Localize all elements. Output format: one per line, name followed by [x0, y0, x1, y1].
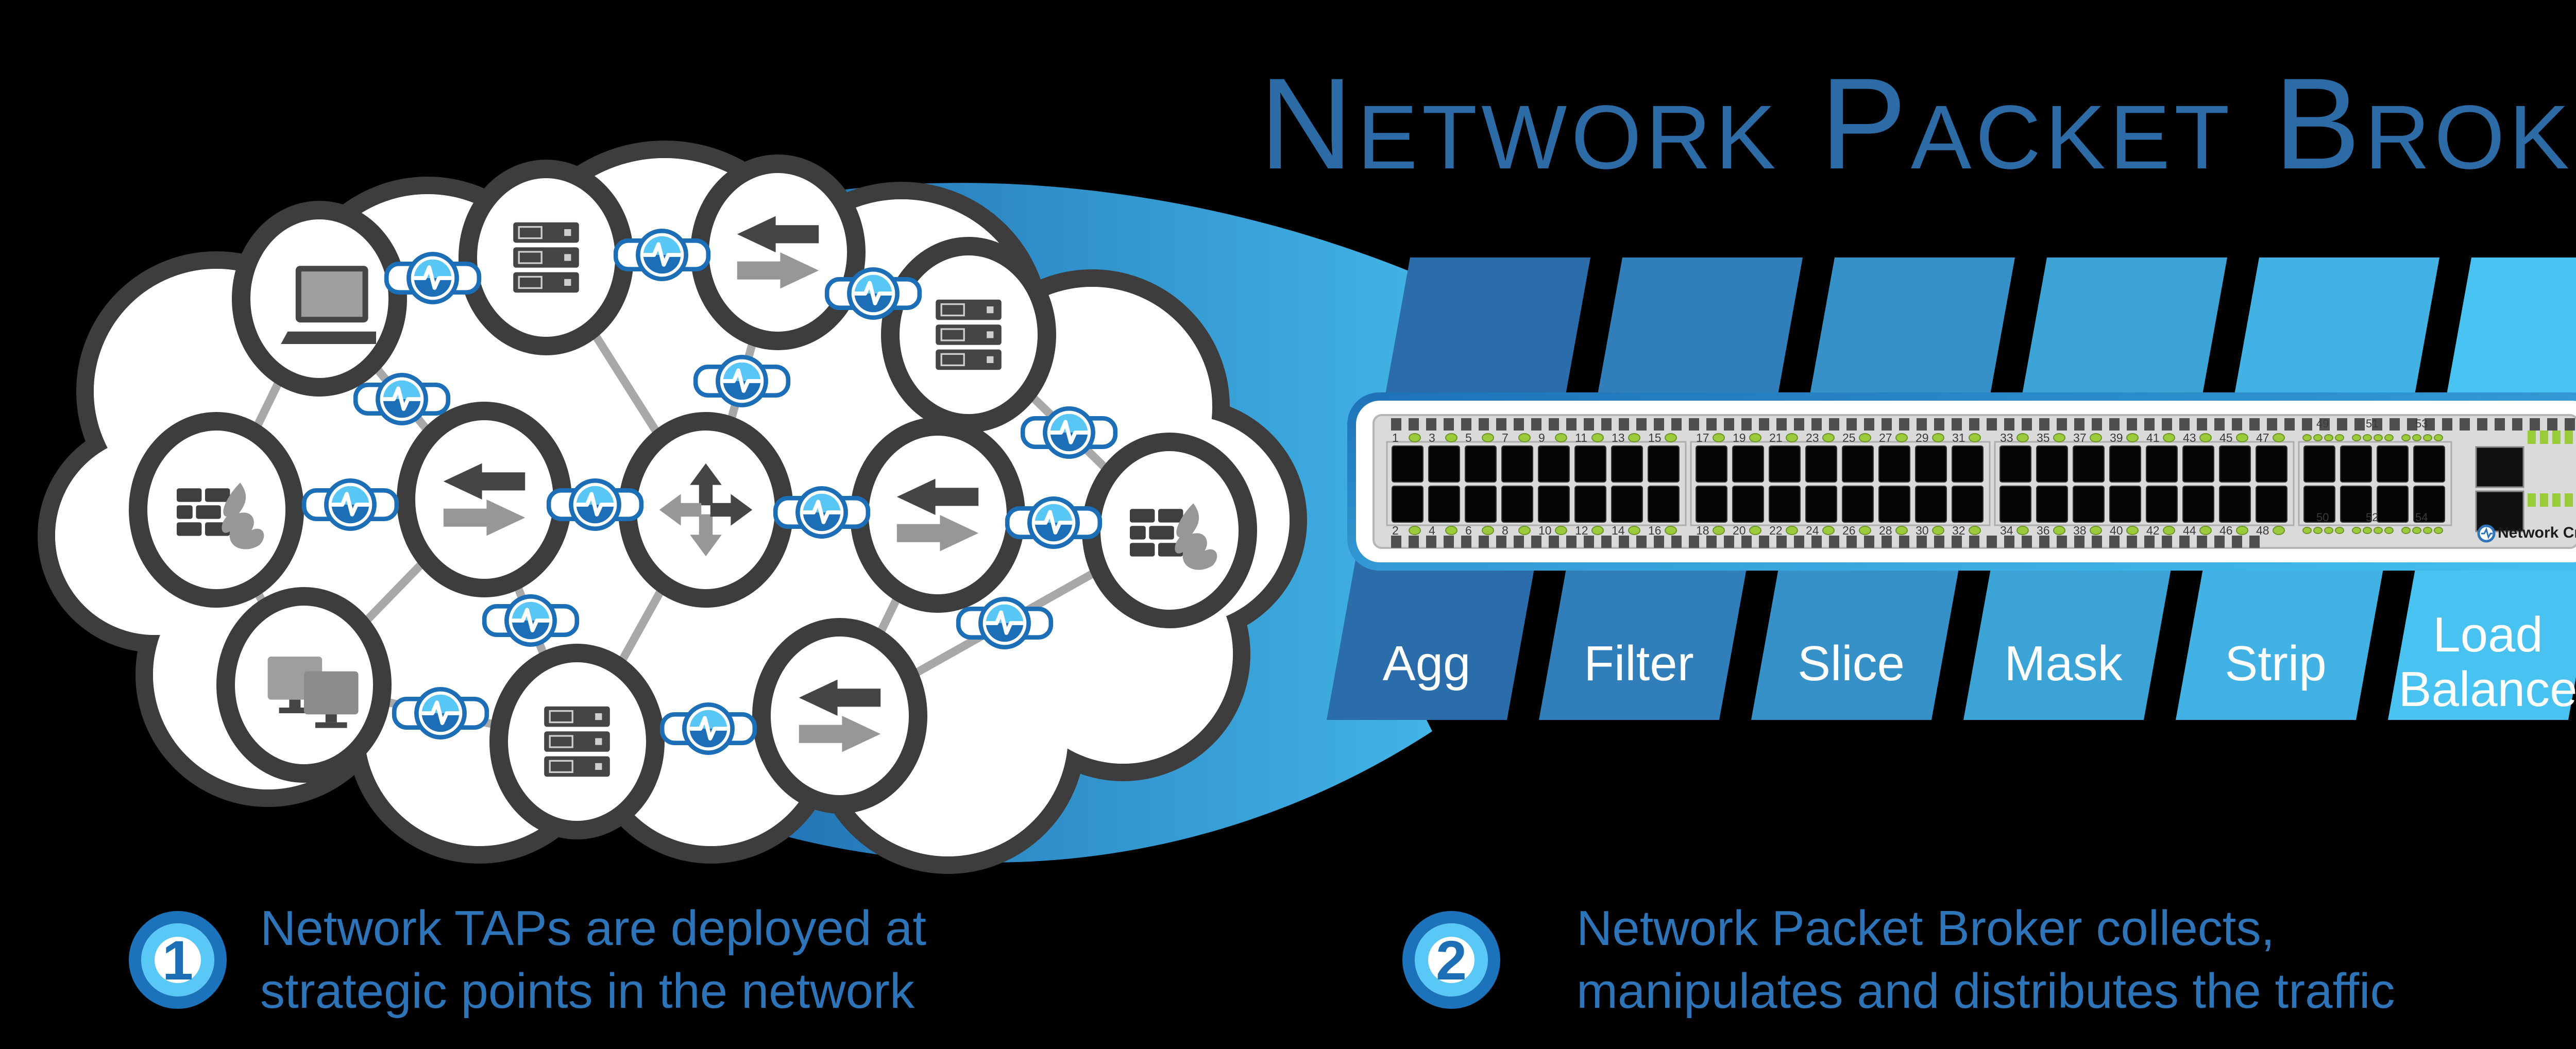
port-number: 46	[2219, 524, 2233, 537]
port-number: 23	[1806, 431, 1819, 444]
port-number: 13	[1612, 431, 1625, 444]
brand-logo-text: Network Critical	[2498, 524, 2576, 541]
port-number: 38	[2073, 524, 2087, 537]
port-number: 40	[2110, 524, 2123, 537]
port-number: 34	[2000, 524, 2013, 537]
network-mesh	[129, 154, 1257, 839]
port-number: 24	[1806, 524, 1819, 537]
process-label-slice: Slice	[1797, 636, 1905, 691]
port-number: 32	[1952, 524, 1965, 537]
port-number: 28	[1879, 524, 1892, 537]
step-2-caption: Network Packet Broker collects,manipulat…	[1577, 901, 2395, 1019]
port-number: 26	[1842, 524, 1856, 537]
port-number: 6	[1465, 524, 1472, 537]
uplink-number: 50	[2316, 511, 2329, 524]
port-number: 1	[1392, 431, 1399, 444]
port-number: 25	[1842, 431, 1856, 444]
process-label-strip: Strip	[2225, 636, 2327, 691]
port-number: 14	[1612, 524, 1625, 537]
step-number: 2	[1435, 928, 1467, 991]
port-number: 27	[1879, 431, 1892, 444]
port-number: 17	[1696, 431, 1709, 444]
port-number: 9	[1538, 431, 1545, 444]
uplink-number: 53	[2415, 417, 2428, 430]
port-number: 47	[2256, 431, 2269, 444]
port-number: 29	[1916, 431, 1929, 444]
step-number: 1	[162, 928, 194, 991]
network-node-switch	[397, 402, 572, 597]
port-number: 3	[1429, 431, 1435, 444]
port-number: 36	[2037, 524, 2050, 537]
port-number: 35	[2037, 431, 2050, 444]
port-number: 42	[2146, 524, 2160, 537]
port-number: 33	[2000, 431, 2013, 444]
port-number: 8	[1502, 524, 1509, 537]
page-title: Network Packet Broker	[1259, 51, 2576, 196]
uplink-number: 54	[2415, 511, 2428, 524]
port-number: 30	[1916, 524, 1929, 537]
port-number: 19	[1733, 431, 1746, 444]
port-number: 41	[2146, 431, 2160, 444]
port-number: 22	[1769, 524, 1783, 537]
port-number: 43	[2183, 431, 2196, 444]
port-number: 21	[1769, 431, 1783, 444]
step-2-badge: 2	[1402, 911, 1500, 1009]
port-number: 31	[1952, 431, 1965, 444]
port-number: 44	[2183, 524, 2196, 537]
port-number: 7	[1502, 431, 1509, 444]
port-number: 5	[1465, 431, 1472, 444]
brand-logo-icon	[2477, 524, 2496, 543]
port-number: 2	[1392, 524, 1399, 537]
port-number: 16	[1648, 524, 1662, 537]
port-number: 15	[1648, 431, 1662, 444]
step-1-badge: 1	[129, 911, 227, 1009]
network-node-switch	[850, 417, 1025, 613]
port-number: 37	[2073, 431, 2087, 444]
network-node-switch	[752, 618, 927, 814]
port-number: 10	[1538, 524, 1552, 537]
port-number: 45	[2219, 431, 2233, 444]
process-label-filter: Filter	[1584, 636, 1694, 691]
uplink-number: 52	[2366, 511, 2378, 524]
port-number: 11	[1575, 431, 1587, 444]
port-number: 39	[2110, 431, 2123, 444]
port-number: 48	[2256, 524, 2269, 537]
port-number: 4	[1429, 524, 1435, 537]
port-number: 12	[1575, 524, 1588, 537]
port-number: 18	[1696, 524, 1709, 537]
network-node-switch4	[618, 412, 793, 608]
network-node-switch	[690, 154, 866, 350]
process-label-mask: Mask	[2004, 636, 2123, 691]
process-label-agg: Agg	[1382, 636, 1471, 691]
uplink-number: 51	[2366, 417, 2378, 430]
port-number: 20	[1733, 524, 1746, 537]
uplink-number: 49	[2316, 417, 2329, 430]
